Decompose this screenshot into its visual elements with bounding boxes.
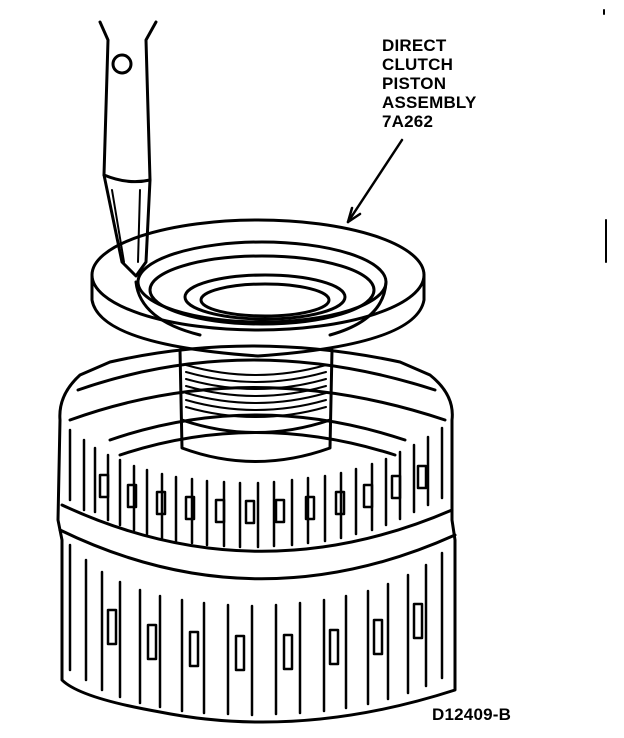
clutch-drum <box>56 344 457 724</box>
callout-line-2: CLUTCH <box>382 55 454 74</box>
callout-line-1: DIRECT <box>382 36 447 55</box>
upper-drum-teeth <box>68 426 444 549</box>
callout-label: DIRECT CLUTCH PISTON ASSEMBLY 7A262 <box>382 36 477 131</box>
callout-line-5: 7A262 <box>382 112 434 131</box>
callout-leader-line <box>346 138 404 224</box>
figure-id: D12409-B <box>432 705 512 724</box>
callout-line-3: PISTON <box>382 74 447 93</box>
callout-line-4: ASSEMBLY <box>382 93 477 112</box>
screwdriver-tool <box>98 20 158 278</box>
piston-assembly <box>90 218 426 358</box>
clutch-hub <box>108 348 407 463</box>
lower-drum-teeth <box>68 543 444 717</box>
